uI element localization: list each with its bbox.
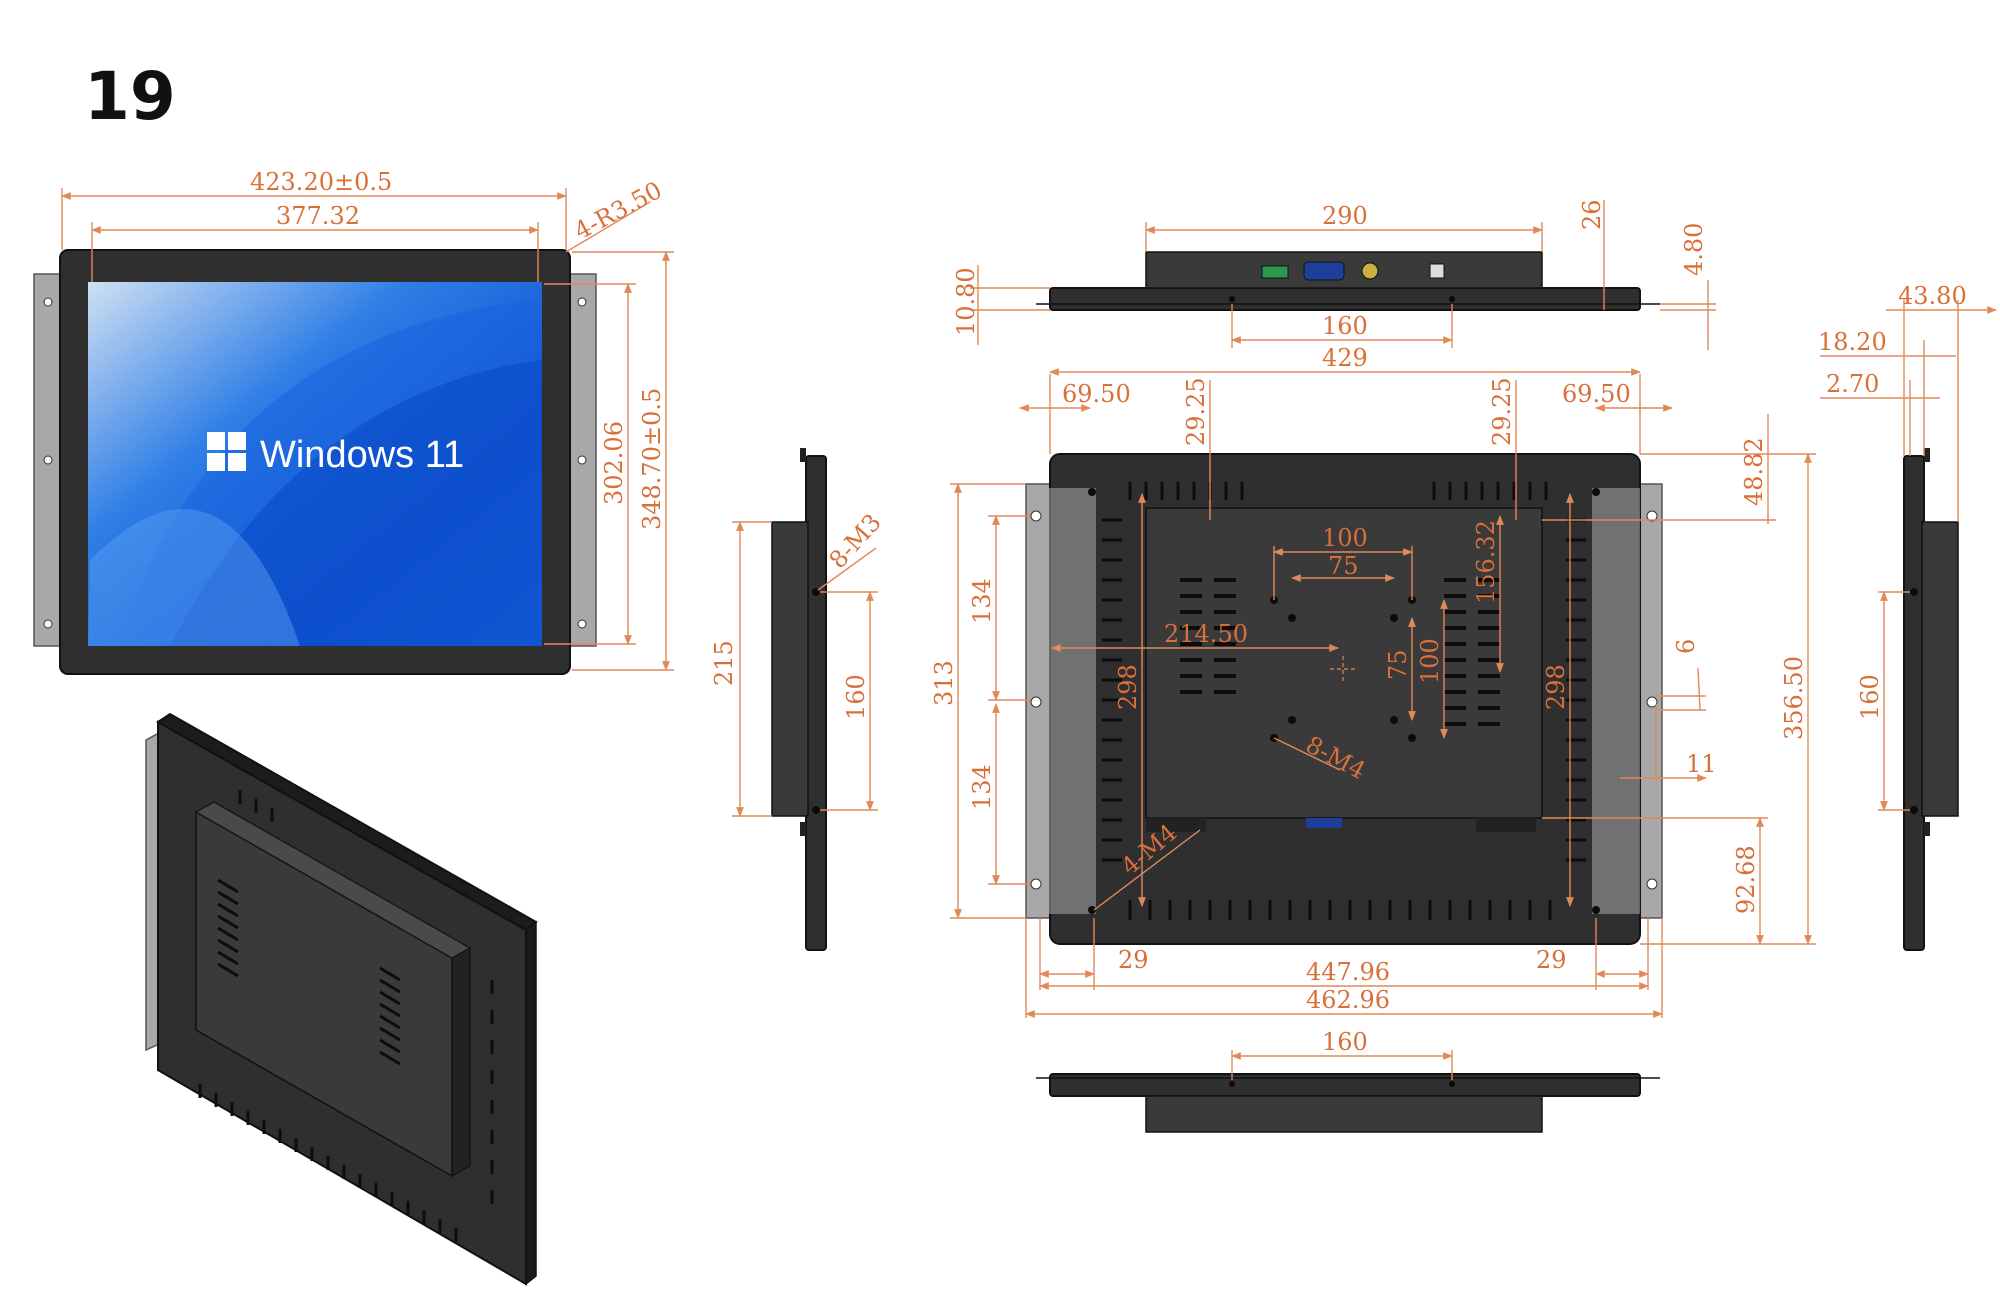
dim-6: 6 [1672,639,1700,654]
dim-18-20: 18.20 [1818,328,1887,356]
side-view-left: 215 160 8-M3 [710,448,887,951]
dim-447-96: 447.96 [1306,958,1390,986]
dim-26: 26 [1578,199,1606,230]
dim-313: 313 [930,660,958,706]
dim-214-50: 214.50 [1164,620,1248,648]
dim-screen-height: 302.06 [600,421,628,505]
vga-port-icon [1303,261,1345,281]
dim-overall-width: 423.20±0.5 [250,168,392,196]
page-title: 19 [84,58,176,135]
usb-port-icon [1429,263,1445,279]
side-view-right: 160 43.80 18.20 2.70 [1818,282,1997,951]
dim-29-25-right: 29.25 [1488,377,1516,446]
label-8-m3: 8-M3 [824,508,887,574]
dim-160-top: 160 [1322,312,1368,340]
dim-43-80: 43.80 [1898,282,1967,310]
dim-134-top: 134 [968,578,996,624]
dim-429: 429 [1322,344,1368,372]
dim-29-25-left: 29.25 [1182,377,1210,446]
dim-11: 11 [1686,750,1717,778]
dim-75-v: 75 [1384,649,1412,680]
dim-corner-radius: 4-R3.50 [570,176,667,245]
hdmi-port-icon [1261,265,1289,279]
front-view: Windows 11 423.20±0.5 377.32 4-R3.50 302… [33,168,674,675]
dim-356-50: 356.50 [1780,656,1808,740]
isometric-view [145,712,538,1286]
dim-100-v: 100 [1416,638,1444,684]
dim-462-96: 462.96 [1306,986,1390,1014]
top-view: 290 26 4.80 10.80 160 429 [952,199,1716,376]
windows-logo-icon [207,432,246,471]
dim-48-82: 48.82 [1740,437,1768,506]
dim-290: 290 [1322,202,1368,230]
dim-160-left-side: 160 [842,674,870,720]
dim-100-h: 100 [1322,524,1368,552]
dim-75-h: 75 [1328,552,1359,580]
dim-2-70: 2.70 [1826,370,1879,398]
dim-screen-width: 377.32 [276,202,360,230]
bottom-view: 160 [1036,1028,1660,1133]
rear-electronics-box [1145,507,1543,819]
dim-10-80: 10.80 [952,267,980,336]
dim-134-bottom: 134 [968,764,996,810]
dim-215: 215 [710,640,738,686]
dim-160-right-side: 160 [1856,674,1884,720]
dim-156-32: 156.32 [1472,520,1500,604]
dim-298-right: 298 [1542,664,1570,710]
dc-power-icon [1361,262,1379,280]
dim-160-bottom: 160 [1322,1028,1368,1056]
dim-4-80: 4.80 [1680,223,1708,276]
dim-69-50-left: 69.50 [1062,380,1131,408]
dim-29-right: 29 [1536,946,1567,974]
dim-29-left: 29 [1118,946,1149,974]
windows-logo-text: Windows 11 [260,434,464,476]
dim-overall-height: 348.70±0.5 [638,388,666,530]
dim-92-68: 92.68 [1732,845,1760,914]
dim-298-left: 298 [1114,664,1142,710]
rear-view: 69.50 29.25 29.25 69.50 100 75 156.32 21… [930,374,1816,1018]
dim-69-50-right: 69.50 [1562,380,1631,408]
